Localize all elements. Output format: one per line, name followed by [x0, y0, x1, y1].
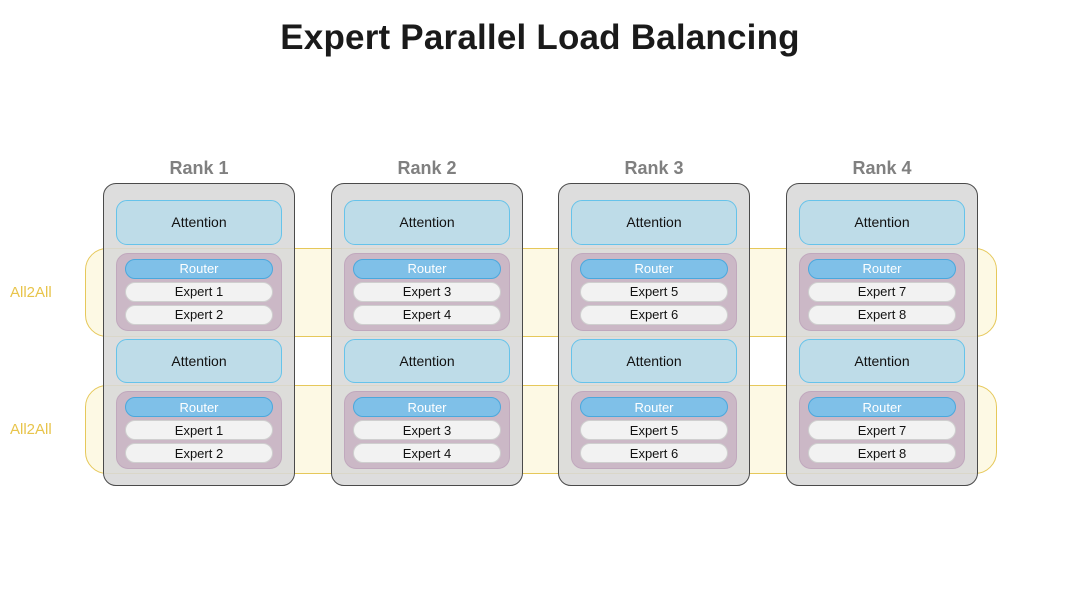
- moe-block: Router Expert 5 Expert 6: [571, 391, 737, 469]
- expert-pill: Expert 3: [353, 281, 501, 302]
- rank-column-2: Rank 2 Attention Router Expert 3 Expert …: [331, 157, 523, 486]
- attention-block: Attention: [116, 200, 282, 245]
- expert-pill: Expert 4: [353, 304, 501, 325]
- attention-block: Attention: [116, 338, 282, 383]
- expert-pill: Expert 8: [808, 304, 956, 325]
- attention-label: Attention: [626, 214, 682, 231]
- all2all-label-2: All2All: [10, 421, 52, 438]
- page-title: Expert Parallel Load Balancing: [280, 18, 800, 57]
- expert-pill: Expert 2: [125, 443, 273, 463]
- rank-title-2: Rank 2: [397, 158, 457, 178]
- moe-block: Router Expert 7 Expert 8: [799, 391, 965, 469]
- rank-column-3: Rank 3 Attention Router Expert 5 Expert …: [558, 157, 750, 486]
- attention-label: Attention: [399, 352, 455, 369]
- expert-pill: Expert 1: [125, 420, 273, 440]
- expert-pill: Expert 8: [808, 443, 956, 463]
- router-pill: Router: [580, 397, 728, 417]
- router-pill: Router: [353, 258, 501, 279]
- attention-block: Attention: [344, 338, 510, 383]
- moe-block: Router Expert 3 Expert 4: [344, 252, 510, 331]
- expert-pill: Expert 6: [580, 304, 728, 325]
- expert-pill: Expert 2: [125, 304, 273, 325]
- moe-block: Router Expert 7 Expert 8: [799, 252, 965, 331]
- moe-block: Router Expert 5 Expert 6: [571, 252, 737, 331]
- attention-label: Attention: [854, 352, 910, 369]
- attention-block: Attention: [799, 338, 965, 383]
- attention-label: Attention: [171, 352, 227, 369]
- expert-pill: Expert 4: [353, 443, 501, 463]
- router-pill: Router: [125, 397, 273, 417]
- attention-label: Attention: [854, 214, 910, 231]
- attention-label: Attention: [626, 352, 682, 369]
- expert-pill: Expert 5: [580, 281, 728, 302]
- expert-pill: Expert 1: [125, 281, 273, 302]
- expert-pill: Expert 7: [808, 420, 956, 440]
- attention-block: Attention: [571, 200, 737, 245]
- rank-column-4: Rank 4 Attention Router Expert 7 Expert …: [786, 157, 978, 486]
- rank-card-1: Attention Router Expert 1 Expert 2 Atten…: [103, 183, 295, 486]
- attention-block: Attention: [344, 200, 510, 245]
- rank-title-1: Rank 1: [169, 158, 229, 178]
- attention-block: Attention: [799, 200, 965, 245]
- router-pill: Router: [580, 258, 728, 279]
- attention-block: Attention: [571, 338, 737, 383]
- attention-label: Attention: [399, 214, 455, 231]
- rank-card-2: Attention Router Expert 3 Expert 4 Atten…: [331, 183, 523, 486]
- router-pill: Router: [808, 397, 956, 417]
- rank-column-1: Rank 1 Attention Router Expert 1 Expert …: [103, 157, 295, 486]
- all2all-label-1: All2All: [10, 284, 52, 301]
- expert-pill: Expert 5: [580, 420, 728, 440]
- rank-title-4: Rank 4: [852, 158, 912, 178]
- expert-pill: Expert 7: [808, 281, 956, 302]
- router-pill: Router: [808, 258, 956, 279]
- rank-card-3: Attention Router Expert 5 Expert 6 Atten…: [558, 183, 750, 486]
- router-pill: Router: [125, 258, 273, 279]
- expert-pill: Expert 6: [580, 443, 728, 463]
- rank-card-4: Attention Router Expert 7 Expert 8 Atten…: [786, 183, 978, 486]
- router-pill: Router: [353, 397, 501, 417]
- rank-title-3: Rank 3: [624, 158, 684, 178]
- moe-block: Router Expert 3 Expert 4: [344, 391, 510, 469]
- moe-block: Router Expert 1 Expert 2: [116, 252, 282, 331]
- moe-block: Router Expert 1 Expert 2: [116, 391, 282, 469]
- expert-pill: Expert 3: [353, 420, 501, 440]
- attention-label: Attention: [171, 214, 227, 231]
